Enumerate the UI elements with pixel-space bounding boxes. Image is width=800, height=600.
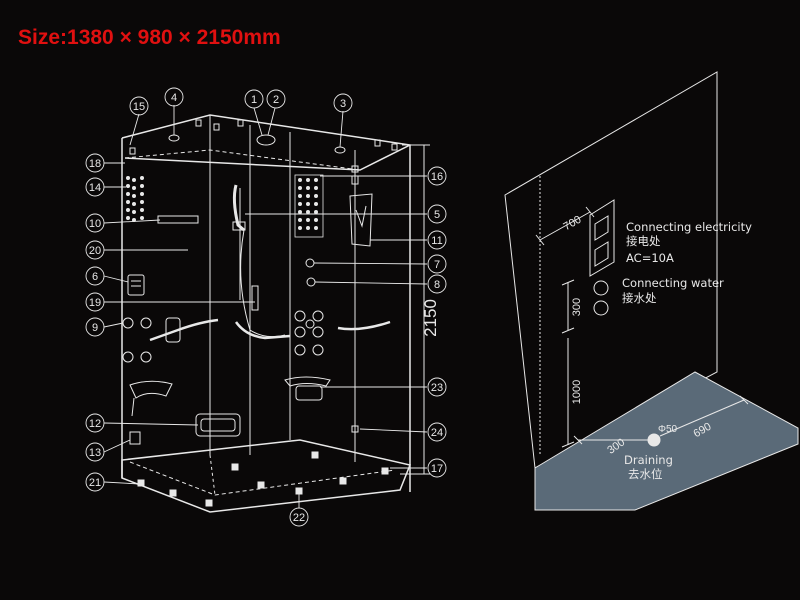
dimension-1000: 1000	[571, 380, 583, 404]
dimension-2150: 2150	[421, 299, 440, 337]
callout-8: 8	[434, 279, 440, 291]
radio-box	[129, 431, 141, 445]
callout-12: 12	[89, 418, 101, 430]
wall	[504, 71, 718, 469]
handrail-right	[337, 320, 391, 331]
callout-18: 18	[89, 158, 101, 170]
handrail-back	[234, 321, 291, 340]
dimension-300-wall: 300	[571, 298, 583, 316]
callout-circles	[85, 87, 447, 527]
callout-6: 6	[92, 271, 98, 283]
roof-speaker	[334, 146, 346, 154]
dimension-phi50: Φ50	[658, 424, 678, 435]
diverter-valve	[306, 277, 316, 287]
temperature-mixer	[305, 258, 315, 268]
electricity-label-cn: 接电处	[626, 234, 661, 248]
floor	[534, 371, 799, 511]
electricity-label-en: Connecting electricity	[626, 220, 752, 234]
callout-22: 22	[293, 512, 305, 524]
folding-seat-back	[284, 376, 331, 387]
door-hinge	[351, 425, 359, 433]
shower-cabin	[121, 114, 413, 513]
control-panel	[127, 274, 145, 296]
drain-label-cn: 去水位	[628, 467, 663, 481]
leader-lines	[103, 105, 428, 508]
shower-hose	[240, 229, 286, 338]
body-jets-back	[294, 310, 324, 356]
electricity-socket	[589, 199, 615, 277]
glass-shelf	[157, 215, 199, 224]
callout-21: 21	[89, 477, 101, 489]
callout-2: 2	[273, 94, 279, 106]
mirror	[349, 193, 373, 247]
electricity-spec: AC=10A	[626, 251, 674, 265]
dimension-700: 700	[562, 214, 584, 234]
callout-13: 13	[89, 447, 101, 459]
handrail-left	[149, 318, 219, 342]
installation-room	[504, 71, 799, 511]
body-jets-left	[122, 317, 152, 363]
callout-19: 19	[89, 297, 101, 309]
roof-light-left	[168, 134, 180, 142]
callout-20: 20	[89, 245, 101, 257]
callout-24: 24	[431, 427, 443, 439]
callout-3: 3	[340, 98, 346, 110]
callout-5: 5	[434, 209, 440, 221]
water-label-cn: 接水处	[622, 291, 657, 305]
cabin-feet	[137, 451, 389, 507]
callout-7: 7	[434, 259, 440, 271]
height-dimension	[400, 144, 430, 475]
callout-14: 14	[89, 182, 101, 194]
cabin-roof	[121, 114, 413, 171]
hand-shower	[232, 184, 245, 232]
callout-1: 1	[251, 94, 257, 106]
cabin-base	[121, 439, 412, 513]
callout-11: 11	[431, 235, 442, 247]
callout-9: 9	[92, 322, 98, 334]
folding-seat-left	[129, 380, 173, 417]
callout-23: 23	[431, 382, 443, 394]
foot-massager	[195, 413, 241, 437]
callout-15: 15	[133, 101, 145, 113]
size-title: Size:1380 × 980 × 2150mm	[18, 26, 281, 49]
drain-label-en: Draining	[624, 453, 673, 467]
left-wall-nozzles	[126, 176, 144, 222]
callout-10: 10	[89, 218, 101, 230]
water-outlets	[593, 280, 609, 316]
callout-17: 17	[431, 463, 443, 475]
back-panel-nozzles	[298, 178, 318, 230]
callout-16: 16	[431, 171, 443, 183]
water-label-en: Connecting water	[622, 276, 724, 290]
callout-4: 4	[171, 92, 177, 104]
rain-shower-head	[256, 134, 276, 146]
